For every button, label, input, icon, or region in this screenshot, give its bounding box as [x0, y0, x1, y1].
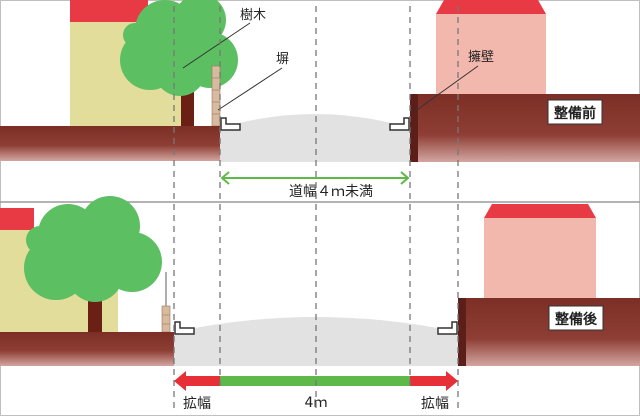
- retaining-wall-after: [458, 298, 466, 366]
- before-caption: 整備前: [553, 105, 596, 122]
- right-gutter-after: [437, 321, 458, 335]
- tree-after: [24, 196, 162, 332]
- left-gutter: [220, 117, 241, 131]
- fence-leader: [217, 67, 283, 111]
- before-caption-box: [547, 99, 603, 125]
- left-gutter-after: [174, 321, 195, 335]
- retaining-wall-leader: [413, 65, 479, 113]
- widen-right-arrow: [410, 371, 458, 391]
- block-fence: [211, 65, 221, 127]
- widen-right-label: 拡幅: [421, 396, 449, 412]
- road-width-before-label: 道幅４ｍ未満: [289, 184, 373, 200]
- widen-left-arrow: [174, 371, 220, 391]
- tree-label: 樹木: [240, 8, 266, 23]
- block-fence-after: [161, 272, 171, 333]
- right-ground: [418, 94, 640, 162]
- road-surface: [220, 114, 410, 162]
- right-house-after: [484, 204, 596, 298]
- road-width-after-bg: [298, 392, 334, 410]
- road-width-arrow: [220, 171, 410, 199]
- after-panel: 整備後 拡幅 4ｍ 拡幅: [0, 196, 640, 412]
- tree-leader: [182, 22, 251, 69]
- after-caption: 整備後: [554, 311, 598, 328]
- left-ground-after: [0, 332, 174, 366]
- tree: [120, 0, 238, 128]
- left-ground: [0, 126, 220, 161]
- widen-left-label: 拡幅: [183, 396, 211, 412]
- guide-lines: [173, 6, 459, 412]
- retaining-wall-label: 擁壁: [468, 50, 494, 65]
- fence-label: 塀: [276, 52, 289, 67]
- right-gutter: [389, 117, 410, 131]
- before-panel: 整備前 樹木 塀 擁壁 道幅４ｍ未満: [0, 0, 640, 200]
- retaining-wall: [410, 94, 418, 162]
- right-house: [436, 0, 546, 96]
- road-width-bar: [220, 376, 410, 386]
- after-caption-box: [548, 305, 604, 331]
- width-bar-after: [174, 371, 458, 391]
